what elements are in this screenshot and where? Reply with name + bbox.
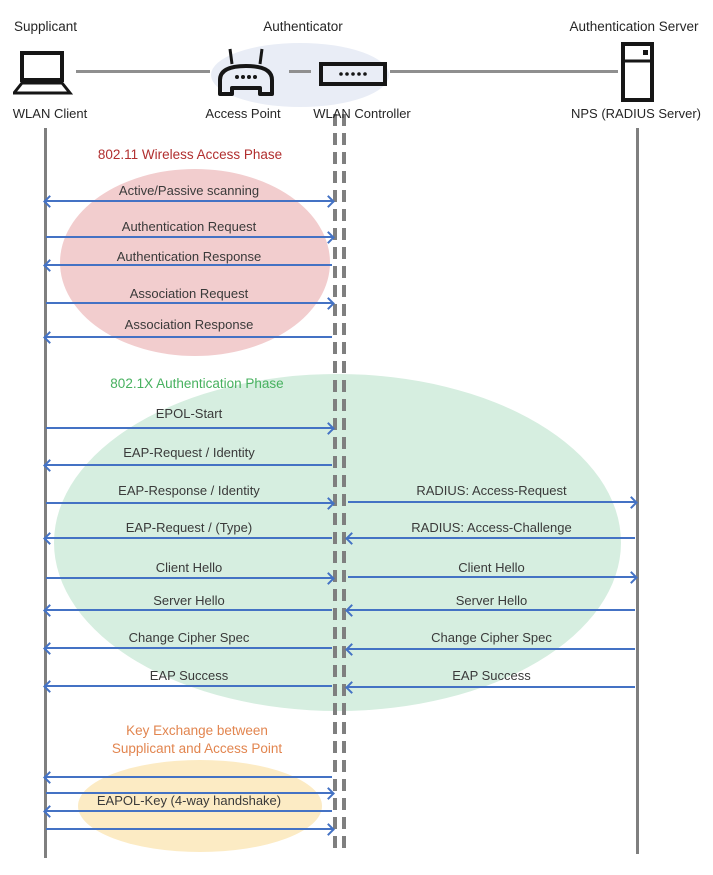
msg-server-hello-right-arrow bbox=[345, 603, 635, 617]
label-nps-radius-server: NPS (RADIUS Server) bbox=[570, 106, 702, 121]
msg-epol-start-label: EPOL-Start bbox=[155, 406, 223, 421]
msg-eap-success-right-arrow bbox=[345, 680, 635, 694]
server-icon bbox=[620, 42, 655, 102]
msg-eapol-key-arrow-3 bbox=[43, 804, 332, 818]
phase3-title: Key Exchange between Supplicant and Acce… bbox=[111, 723, 283, 756]
msg-eapol-key-arrow-1 bbox=[43, 770, 332, 784]
msg-association-request-label: Association Request bbox=[129, 286, 249, 301]
msg-client-hello-left-arrow bbox=[46, 571, 335, 585]
role-authenticator: Authenticator bbox=[263, 19, 343, 34]
msg-client-hello-right-label: Client Hello bbox=[458, 560, 525, 575]
msg-eap-success-left-arrow bbox=[43, 679, 332, 693]
link-client-ap bbox=[76, 70, 210, 73]
msg-radius-access-challenge-label: RADIUS: Access-Challenge bbox=[411, 520, 572, 535]
label-wlan-controller: WLAN Controller bbox=[313, 106, 411, 121]
lifeline-access-point bbox=[333, 114, 337, 854]
msg-eap-request-identity-label: EAP-Request / Identity bbox=[123, 445, 255, 460]
link-ap-controller bbox=[289, 70, 311, 73]
msg-client-hello-left-label: Client Hello bbox=[155, 560, 223, 575]
msg-association-response-arrow bbox=[43, 330, 332, 344]
access-point-icon bbox=[213, 46, 279, 100]
msg-authentication-request-arrow bbox=[46, 230, 335, 244]
msg-eap-success-left-label: EAP Success bbox=[149, 668, 229, 683]
msg-authentication-request-label: Authentication Request bbox=[121, 219, 257, 234]
msg-radius-access-request-arrow bbox=[348, 495, 638, 509]
msg-server-hello-right-label: Server Hello bbox=[455, 593, 528, 608]
laptop-icon bbox=[13, 50, 73, 96]
role-authentication-server: Authentication Server bbox=[569, 19, 699, 34]
msg-server-hello-left-label: Server Hello bbox=[153, 593, 225, 608]
msg-association-request-arrow bbox=[46, 296, 335, 310]
msg-association-response-label: Association Response bbox=[124, 317, 254, 332]
label-wlan-client: WLAN Client bbox=[12, 106, 88, 121]
msg-scanning-label: Active/Passive scanning bbox=[118, 183, 260, 198]
role-supplicant: Supplicant bbox=[14, 19, 78, 34]
msg-server-hello-left-arrow bbox=[43, 603, 332, 617]
label-access-point: Access Point bbox=[205, 106, 281, 121]
lifeline-supplicant bbox=[44, 128, 47, 858]
msg-eapol-key-arrow-4 bbox=[46, 822, 335, 836]
phase2-title: 802.1X Authentication Phase bbox=[110, 376, 284, 391]
msg-change-cipher-right-label: Change Cipher Spec bbox=[431, 630, 552, 645]
msg-eap-success-right-label: EAP Success bbox=[452, 668, 531, 683]
msg-eap-response-identity-arrow bbox=[46, 496, 335, 510]
msg-eapol-key-arrow-2 bbox=[46, 786, 335, 800]
msg-client-hello-right-arrow bbox=[348, 570, 638, 584]
msg-radius-access-request-label: RADIUS: Access-Request bbox=[416, 483, 567, 498]
msg-eap-request-type-arrow bbox=[43, 531, 332, 545]
link-controller-server bbox=[390, 70, 618, 73]
msg-change-cipher-left-arrow bbox=[43, 641, 332, 655]
phase2-ellipse bbox=[54, 374, 621, 711]
msg-eap-request-identity-arrow bbox=[43, 458, 332, 472]
msg-authentication-response-label: Authentication Response bbox=[116, 249, 262, 264]
lifeline-auth-server bbox=[636, 128, 639, 854]
lifeline-wlan-controller bbox=[342, 114, 346, 854]
phase1-title: 802.11 Wireless Access Phase bbox=[97, 147, 283, 162]
msg-radius-access-challenge-arrow bbox=[345, 531, 635, 545]
msg-eap-response-identity-label: EAP-Response / Identity bbox=[118, 483, 260, 498]
phase3-ellipse bbox=[78, 760, 322, 852]
msg-change-cipher-right-arrow bbox=[345, 642, 635, 656]
wlan-controller-icon bbox=[319, 62, 387, 86]
msg-epol-start-arrow bbox=[46, 421, 335, 435]
msg-change-cipher-left-label: Change Cipher Spec bbox=[128, 630, 250, 645]
msg-authentication-response-arrow bbox=[43, 258, 332, 272]
msg-eap-request-type-label: EAP-Request / (Type) bbox=[125, 520, 253, 535]
msg-eapol-key-label: EAPOL-Key (4-way handshake) bbox=[96, 793, 282, 808]
msg-scanning-arrow bbox=[43, 194, 335, 208]
